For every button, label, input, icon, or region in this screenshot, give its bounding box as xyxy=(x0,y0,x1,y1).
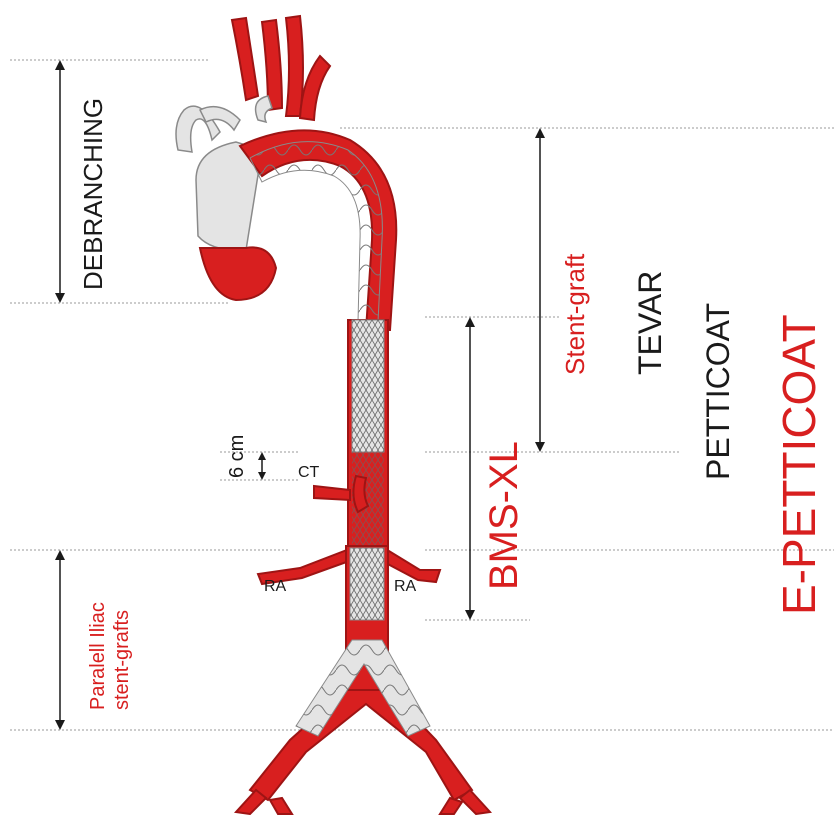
arch-stent-graft xyxy=(250,142,382,322)
bms-xl-arrow xyxy=(465,317,475,620)
iliac-label-line1: Paralell Iliac xyxy=(86,602,110,710)
stent-graft-label: Stent-graft xyxy=(560,254,591,375)
iliac-label: Paralell Iliac stent-grafts xyxy=(86,602,134,710)
iliac-label-line2: stent-grafts xyxy=(110,602,134,710)
bms-xl-label: BMS-XL xyxy=(482,441,527,590)
ct-label: CT xyxy=(298,464,319,482)
debranching-label: DEBRANCHING xyxy=(78,98,109,290)
six-cm-label: 6 cm xyxy=(226,435,249,478)
aorta xyxy=(176,16,490,814)
six-cm-arrow xyxy=(258,452,266,480)
celiac-trunk xyxy=(314,486,350,500)
e-petticoat-label: E-PETTICOAT xyxy=(772,314,826,615)
iliac-arrow xyxy=(55,550,65,730)
stent-graft-arrow xyxy=(535,128,545,452)
iliac-bifurcation xyxy=(250,690,472,800)
supra-aortic-branches xyxy=(232,16,330,120)
aortic-root xyxy=(200,247,276,300)
ra-left-label: RA xyxy=(264,578,286,596)
infrarenal-stent-mesh xyxy=(350,548,384,620)
debranching-arrow xyxy=(55,60,65,303)
ra-right-label: RA xyxy=(394,578,416,596)
tevar-label: TEVAR xyxy=(632,271,669,375)
petticoat-label: PETTICOAT xyxy=(700,303,737,480)
bare-metal-stent-mesh xyxy=(352,320,384,452)
renal-artery-right xyxy=(384,548,440,582)
